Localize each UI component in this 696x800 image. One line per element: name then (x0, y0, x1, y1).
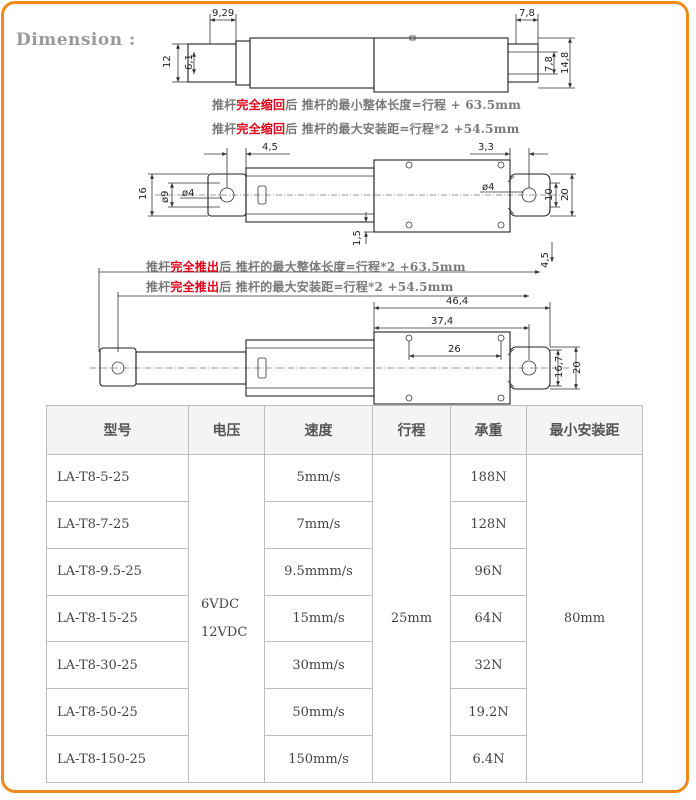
cell-load: 188N (450, 454, 527, 502)
table-row: LA-T8-15-25 15mm/s 64N (46, 594, 643, 643)
cell-speed: 30mm/s (264, 641, 373, 690)
dim-12: 12 (162, 55, 173, 68)
cell-load: 128N (450, 500, 527, 549)
cell-model: LA-T8-15-25 (46, 594, 189, 643)
dimension-heading: Dimension : (16, 30, 136, 50)
dim-dia-4-right: ø4 (482, 182, 494, 193)
dim-16: 16 (138, 187, 149, 200)
dim-20-retracted: 20 (560, 188, 571, 201)
side-view (172, 14, 575, 93)
table-row: LA-T8-9.5-25 9.5mmm/s 96N (46, 547, 643, 596)
cell-min-install: 80mm (526, 454, 643, 783)
header-speed: 速度 (264, 405, 373, 455)
cell-model: LA-T8-30-25 (46, 641, 189, 690)
cell-model: LA-T8-7-25 (46, 500, 189, 549)
cell-load: 64N (450, 594, 527, 643)
cell-stroke: 25mm (372, 454, 451, 783)
dim-10: 10 (544, 188, 555, 201)
note-retracted-install: 推杆完全缩回后 推杆的最大安装距=行程*2 +54.5mm (212, 122, 520, 136)
cell-speed: 7mm/s (264, 500, 373, 549)
dim-3-3: 3,3 (478, 142, 494, 153)
cell-model: LA-T8-9.5-25 (46, 547, 189, 596)
dim-7-8-right: 7,8 (544, 56, 555, 72)
extended-view (90, 268, 580, 405)
dim-dia-4-left: ø4 (182, 188, 194, 199)
table-row: LA-T8-5-25 6VDC 12VDC 5mm/s 25mm 188N 80… (46, 454, 643, 783)
dimension-drawing: 9,29 7,8 12 6,1 7,8 14,8 4,5 3,3 16 ø9 ø… (90, 8, 583, 405)
dim-dia-9: ø9 (160, 191, 171, 203)
dim-6-1: 6,1 (184, 54, 195, 70)
dim-26: 26 (448, 344, 461, 355)
cell-speed: 150mm/s (264, 735, 373, 783)
dim-20-extended: 20 (572, 361, 583, 374)
header-min-install: 最小安装距 (526, 405, 643, 455)
dim-46-4: 46,4 (446, 296, 468, 307)
cell-speed: 50mm/s (264, 688, 373, 737)
header-load: 承重 (450, 405, 527, 455)
cell-load: 96N (450, 547, 527, 596)
cell-speed: 5mm/s (264, 454, 373, 502)
voltage-6vdc: 6VDC (201, 596, 240, 612)
dim-14-8: 14,8 (560, 52, 571, 74)
cell-model: LA-T8-5-25 (46, 454, 189, 502)
cell-model: LA-T8-50-25 (46, 688, 189, 737)
cell-speed: 9.5mmm/s (264, 547, 373, 596)
cell-load: 6.4N (450, 735, 527, 783)
cell-voltage: 6VDC 12VDC (188, 454, 265, 783)
table-row: LA-T8-50-25 50mm/s 19.2N (46, 688, 643, 737)
table-header-row: 型号 电压 速度 行程 承重 最小安装距 (46, 405, 643, 455)
cell-model: LA-T8-150-25 (46, 735, 189, 783)
cell-load: 32N (450, 641, 527, 690)
header-voltage: 电压 (188, 405, 265, 455)
dim-7-8-top: 7,8 (519, 8, 535, 19)
note-extended-install: 推杆完全推出后 推杆的最大安装距=行程*2 +54.5mm (146, 280, 454, 294)
dim-4-5-vertical: 4,5 (540, 252, 551, 268)
dim-4-5: 4,5 (262, 142, 278, 153)
table-row: LA-T8-7-25 7mm/s 128N (46, 500, 643, 549)
table-row: LA-T8-150-25 150mm/s 6.4N (46, 735, 643, 783)
header-stroke: 行程 (372, 405, 451, 455)
cell-load: 19.2N (450, 688, 527, 737)
note-retracted-length: 推杆完全缩回后 推杆的最小整体长度=行程 + 63.5mm (212, 98, 522, 112)
voltage-12vdc: 12VDC (201, 624, 248, 640)
header-model: 型号 (46, 405, 189, 455)
table-row: LA-T8-30-25 30mm/s 32N (46, 641, 643, 690)
cell-speed: 15mm/s (264, 594, 373, 643)
dim-1-5: 1,5 (352, 230, 363, 246)
note-extended-length: 推杆完全推出后 推杆的最大整体长度=行程*2 +63.5mm (146, 260, 466, 274)
dim-37-4: 37,4 (431, 316, 453, 327)
dim-9-29: 9,29 (212, 8, 234, 19)
dim-16-7: 16,7 (554, 356, 565, 378)
retracted-view (148, 148, 576, 262)
spec-table: 型号 电压 速度 行程 承重 最小安装距 LA-T8-5-25 6VDC 12V… (46, 405, 643, 783)
page-frame (1, 1, 689, 793)
